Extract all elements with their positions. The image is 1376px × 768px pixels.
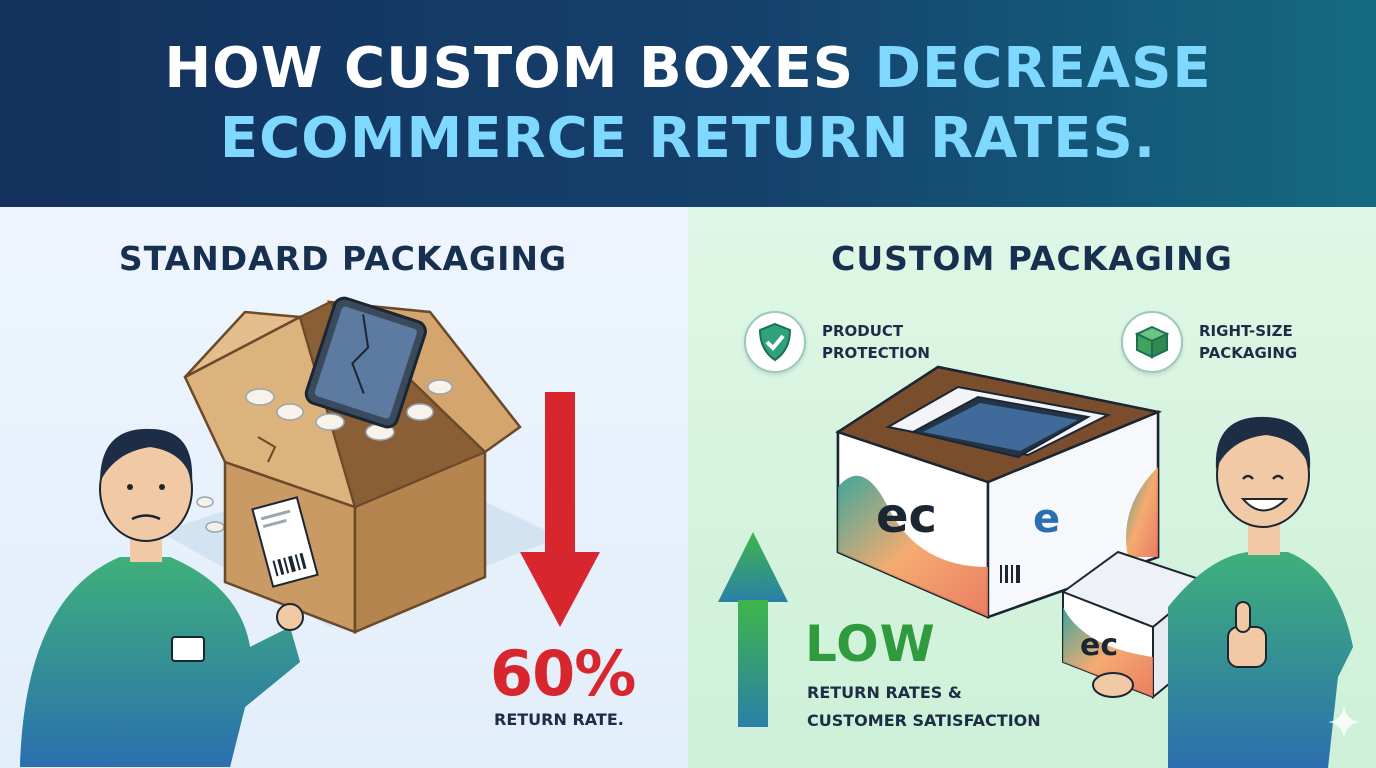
header-banner: HOW CUSTOM BOXES DECREASE ECOMMERCE RETU… [0,0,1376,207]
title-line-1: HOW CUSTOM BOXES DECREASE [0,34,1376,104]
standard-packaging-illustration [20,296,600,767]
svg-text:e: e [1033,496,1060,542]
title-cyan: DECREASE [874,36,1212,101]
return-rate-label: RETURN RATE. [494,710,624,729]
arrow-down-icon [520,392,600,627]
standard-packaging-title: STANDARD PACKAGING [118,239,568,278]
title-white: HOW CUSTOM BOXES [164,36,875,101]
low-subtext: RETURN RATES & CUSTOMER SATISFACTION [807,679,1041,735]
low-subtext-line1: RETURN RATES & [807,683,962,702]
low-label: LOW [805,615,936,673]
box-logo-main: ec [876,488,937,544]
right-size-badge: RIGHT-SIZE PACKAGING [1121,311,1297,373]
sad-customer-figure [20,428,319,767]
right-size-text: RIGHT-SIZE PACKAGING [1199,322,1298,362]
small-box-logo: ec [1080,628,1118,663]
arrow-up-icon [718,532,788,727]
title-line-2: ECOMMERCE RETURN RATES. [219,106,1157,171]
return-rate-value: 60% [490,637,636,710]
product-protection-text: PRODUCT PROTECTION [822,322,930,362]
happy-customer-figure [1092,416,1353,768]
standard-packaging-panel: STANDARD PACKAGING [0,207,688,768]
low-subtext-line2: CUSTOMER SATISFACTION [807,711,1041,730]
box-icon [1121,311,1183,373]
custom-packaging-title: CUSTOM PACKAGING [831,239,1233,278]
custom-packaging-illustration: ec e ec [718,365,1353,768]
sparkle-icon [1328,706,1360,738]
shield-check-icon [744,311,806,373]
custom-packaging-panel: CUSTOM PACKAGING PRODUCT PROTECTION RIGH… [688,207,1376,768]
product-protection-badge: PRODUCT PROTECTION [744,311,930,373]
